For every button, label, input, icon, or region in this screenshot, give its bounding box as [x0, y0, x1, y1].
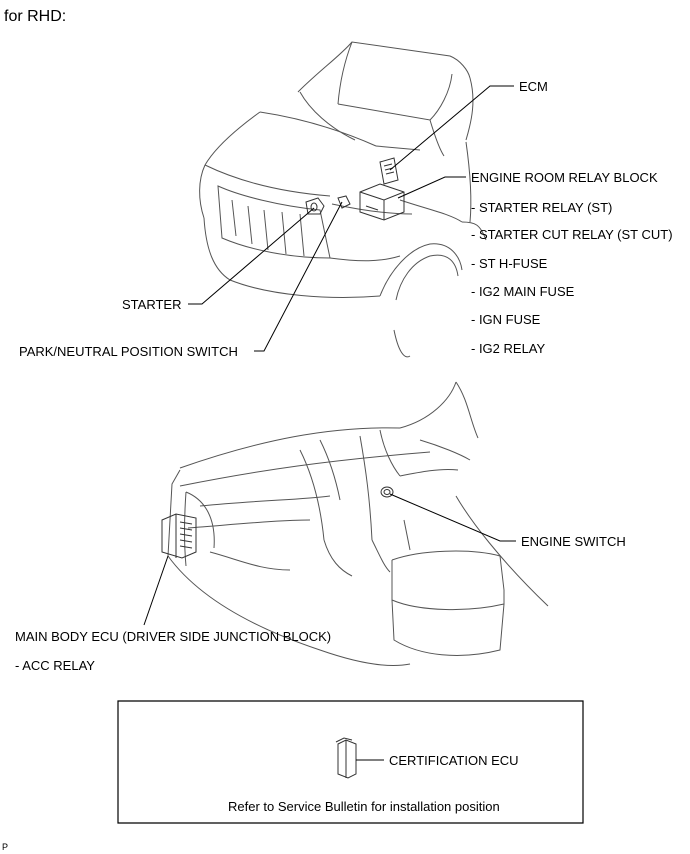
ecm-icon	[380, 158, 398, 184]
starter-label: STARTER	[122, 297, 182, 312]
page-code: P	[2, 842, 9, 852]
main-body-ecu-item: - ACC RELAY	[15, 658, 95, 673]
relay-block-item: - IGN FUSE	[471, 312, 541, 327]
page-heading: for RHD:	[4, 8, 67, 25]
relay-block-item: - IG2 RELAY	[471, 341, 546, 356]
park-neutral-position-switch-label: PARK/NEUTRAL POSITION SWITCH	[19, 344, 238, 359]
ecm-leader	[390, 86, 514, 170]
relay-block-item: - STARTER RELAY (ST)	[471, 200, 613, 215]
pnp-switch-leader	[254, 202, 342, 351]
relay-block-leader	[398, 177, 466, 198]
engine-room-relay-block-icon	[360, 184, 404, 220]
interior-illustration	[168, 382, 548, 665]
engine-room-relay-block-label: ENGINE ROOM RELAY BLOCK	[471, 170, 658, 185]
relay-block-item: - IG2 MAIN FUSE	[471, 284, 575, 299]
certification-ecu-icon	[336, 738, 356, 778]
certification-ecu-label: CERTIFICATION ECU	[389, 753, 519, 768]
vehicle-illustration	[200, 42, 486, 357]
relay-block-item: - STARTER CUT RELAY (ST CUT)	[471, 227, 673, 242]
engine-switch-label: ENGINE SWITCH	[521, 534, 626, 549]
certification-ecu-box	[118, 701, 583, 823]
main-body-ecu-leader	[144, 556, 168, 625]
main-body-ecu-label: MAIN BODY ECU (DRIVER SIDE JUNCTION BLOC…	[15, 629, 332, 644]
ecm-label: ECM	[519, 79, 548, 94]
relay-block-item: - ST H-FUSE	[471, 256, 548, 271]
installation-note: Refer to Service Bulletin for installati…	[228, 799, 500, 814]
main-body-ecu-icon	[162, 514, 196, 558]
engine-switch-icon	[381, 487, 393, 497]
engine-switch-leader	[390, 494, 516, 541]
starter-leader	[188, 208, 314, 304]
starter-icon	[306, 198, 324, 214]
